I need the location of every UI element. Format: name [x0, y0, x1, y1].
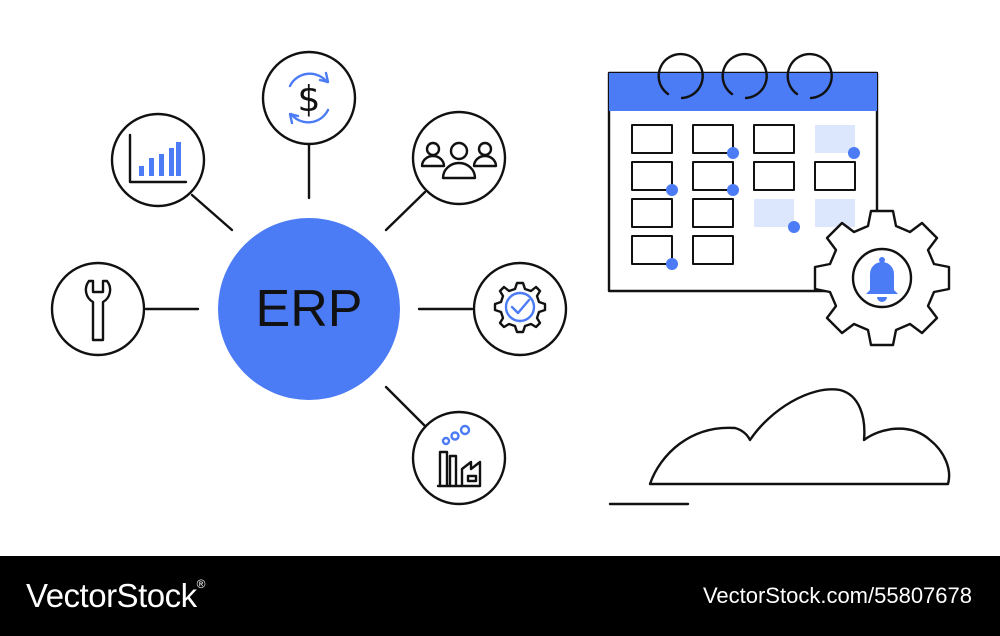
watermark-footer: VectorStock® VectorStock.com/55807678: [0, 556, 1000, 636]
wrench-icon: [50, 261, 146, 357]
brand-name: VectorStock: [26, 577, 197, 614]
calendar-icon: [607, 52, 879, 293]
erp-hub: ERP: [218, 218, 400, 400]
bar-chart-icon: [110, 112, 206, 208]
svg-text:$: $: [298, 79, 321, 120]
registered-mark: ®: [196, 577, 206, 591]
gear-bell-icon: [813, 209, 951, 347]
team-icon: [411, 110, 507, 206]
erp-hub-label: ERP: [256, 280, 363, 338]
cloud-icon: [648, 388, 951, 486]
gear-check-icon: [472, 261, 568, 357]
connector-lines: [144, 143, 474, 430]
erp-illustration: ERP $: [50, 50, 951, 506]
factory-icon: [411, 410, 507, 506]
stock-image-id: VectorStock.com/55807678: [702, 583, 972, 608]
brand-logo: VectorStock®: [26, 577, 205, 615]
dollar-cycle-icon: $: [261, 50, 357, 146]
